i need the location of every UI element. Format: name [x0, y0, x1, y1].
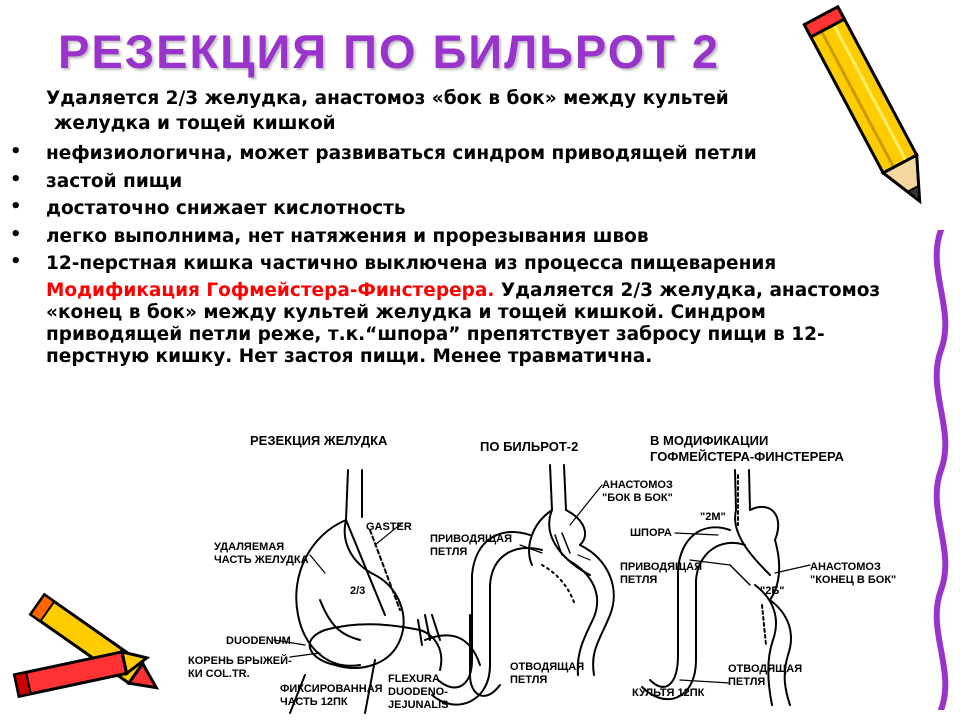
- label-efferent2-1: ОТВОДЯЩАЯ: [728, 663, 803, 675]
- label-anast-end-1: АНАСТОМОЗ: [810, 561, 881, 573]
- surgery-diagram: РЕЗЕКЦИЯ ЖЕЛУДКА ПО БИЛЬРОТ-2 В МОДИФИКА…: [170, 425, 910, 720]
- bullet-dot: •: [10, 251, 22, 272]
- label-anast-side-2: "БОК В БОК": [602, 492, 673, 504]
- pencil-top-right-icon: [802, 4, 922, 205]
- label-removed-2: ЧАСТЬ ЖЕЛУДКА: [214, 554, 309, 566]
- leader-lines: [273, 484, 811, 684]
- label-efferent2-2: ПЕТЛЯ: [728, 676, 766, 688]
- bullet-dot: •: [10, 168, 22, 190]
- label-afferent2-2: ПЕТЛЯ: [620, 574, 658, 586]
- label-flexura-3: JEJUNALIS: [388, 699, 449, 711]
- label-stump: КУЛЬТЯ 12ПК: [632, 687, 705, 699]
- label-anast-end-2: "КОНЕЦ В БОК": [810, 574, 897, 586]
- stomach-drawing: [289, 469, 501, 714]
- bullet-dot: •: [10, 141, 22, 162]
- heading-resection: РЕЗЕКЦИЯ ЖЕЛУДКА: [250, 433, 388, 448]
- label-gaster: GASTER: [366, 521, 412, 533]
- label-root-2: КИ COL.TR.: [188, 668, 250, 680]
- heading-billroth: ПО БИЛЬРОТ-2: [480, 439, 579, 454]
- billroth2-drawing: [431, 464, 615, 706]
- intro-text: Удаляется 2/3 желудка, анастомоз «бок в …: [46, 86, 846, 136]
- slide-title: РЕЗЕКЦИЯ ПО БИЛЬРОТ 2: [58, 25, 721, 78]
- crayons-bottom-left-icon: [12, 592, 160, 699]
- bullet-dot: •: [10, 196, 22, 217]
- label-afferent2-1: ПРИВОДЯЩАЯ: [620, 561, 703, 573]
- modification-title: Модификация Гофмейстера-Финстерера.: [46, 280, 495, 301]
- label-fixed-2: ЧАСТЬ 12ПК: [280, 696, 348, 708]
- label-afferent-2: ПЕТЛЯ: [430, 546, 468, 558]
- label-removed-1: УДАЛЯЕМАЯ: [214, 541, 285, 553]
- label-efferent-2: ПЕТЛЯ: [510, 674, 548, 686]
- bullet-dot: •: [10, 223, 22, 245]
- list-item: •12-перстная кишка частично выключена из…: [10, 250, 870, 278]
- list-item: •достаточно снижает кислотность: [10, 195, 870, 223]
- label-spur: ШПОРА: [630, 527, 672, 539]
- list-item: •застой пищи: [10, 168, 870, 196]
- label-flexura-1: FLEXURA: [388, 673, 440, 685]
- label-flow-2m: "2М": [700, 511, 726, 523]
- label-fraction: 2/3: [350, 585, 366, 597]
- list-item: •нефизиологична, может развиваться синдр…: [10, 140, 870, 168]
- label-duodenum: DUODENUM: [226, 635, 291, 647]
- label-root-1: КОРЕНЬ БРЫЖЕЙ-: [188, 655, 292, 667]
- intro-line-1: Удаляется 2/3 желудка, анастомоз «бок в …: [46, 88, 729, 109]
- heading-mod-line2: ГОФМЕЙСТЕРА-ФИНСТЕРЕРА: [650, 449, 844, 464]
- hofmeister-drawing: [641, 469, 792, 706]
- label-flexura-2: DUODENO-: [388, 686, 448, 698]
- label-anast-side-1: АНАСТОМОЗ: [602, 479, 673, 491]
- diagram-drawing: [273, 464, 811, 714]
- label-fixed-1: ФИКСИРОВАННАЯ: [280, 683, 383, 695]
- label-flow-2b: "2Б": [760, 585, 785, 597]
- heading-mod-line1: В МОДИФИКАЦИИ: [650, 433, 769, 448]
- list-item: •легко выполнима, нет натяжения и прорез…: [10, 223, 870, 251]
- intro-line-2: желудка и тощей кишкой: [54, 113, 336, 134]
- bullet-list: •нефизиологична, может развиваться синдр…: [10, 140, 870, 278]
- modification-text: Удаляется 2/3 желудка, анастомоз «конец …: [46, 280, 881, 367]
- label-efferent-1: ОТВОДЯЩАЯ: [510, 661, 585, 673]
- decorative-wave: [933, 230, 949, 710]
- label-afferent-1: ПРИВОДЯЩАЯ: [430, 533, 513, 545]
- modification-paragraph: Модификация Гофмейстера-Финстерера. Удал…: [46, 280, 886, 368]
